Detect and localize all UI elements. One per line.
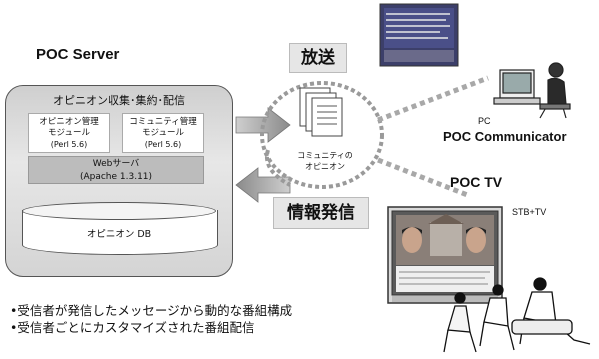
- pc-screen-image: [379, 3, 459, 67]
- server-title: POC Server: [36, 46, 120, 63]
- opinion-module-name: オピニオン管理: [39, 117, 99, 127]
- community-opinion-line2: オピニオン: [305, 162, 345, 171]
- info-send-label: 情報発信: [273, 197, 369, 229]
- stb-tv-label: STB+TV: [512, 207, 547, 217]
- pc-label: PC: [478, 116, 491, 126]
- viewers-illustration: [443, 277, 591, 353]
- documents-icon: [299, 87, 343, 137]
- link-to-pc: [377, 75, 489, 123]
- arrow-from-community: [235, 167, 291, 203]
- community-module-type: モジュール: [142, 128, 184, 138]
- community-module-version: (Perl 5.6): [144, 140, 182, 149]
- feature-bullets: •受信者が発信したメッセージから動的な番組構成 •受信者ごとにカスタマイズされた…: [10, 302, 292, 336]
- community-module: コミュニティ管理 モジュール (Perl 5.6): [122, 113, 204, 153]
- database-label: オピニオン DB: [86, 229, 152, 240]
- community-opinion-label: コミュニティの オピニオン: [295, 150, 355, 172]
- community-module-name: コミュニティ管理: [129, 117, 197, 127]
- database-top: [22, 202, 216, 220]
- pc-user-illustration: [493, 62, 571, 119]
- poc-communicator-title: POC Communicator: [443, 129, 567, 144]
- opinion-module-type: モジュール: [48, 128, 90, 138]
- bullet-item: •受信者が発信したメッセージから動的な番組構成: [10, 303, 293, 318]
- web-server-name: Webサーバ: [92, 159, 140, 169]
- poc-tv-title: POC TV: [450, 174, 503, 190]
- link-to-tv: [377, 157, 471, 199]
- broadcast-label: 放送: [289, 43, 347, 73]
- tv-illustration: [387, 206, 503, 304]
- server-box: オピニオン収集･集約･配信 オピニオン管理 モジュール (Perl 5.6) コ…: [5, 85, 233, 277]
- server-heading: オピニオン収集･集約･配信: [53, 94, 185, 107]
- bullet-item: •受信者ごとにカスタマイズされた番組配信: [10, 320, 255, 335]
- community-cloud: [260, 81, 384, 189]
- web-server-version: (Apache 1.3.11): [79, 172, 153, 182]
- opinion-module-version: (Perl 5.6): [50, 140, 88, 149]
- opinion-module: オピニオン管理 モジュール (Perl 5.6): [28, 113, 110, 153]
- web-server: Webサーバ (Apache 1.3.11): [28, 156, 204, 184]
- community-opinion-line1: コミュニティの: [297, 151, 353, 160]
